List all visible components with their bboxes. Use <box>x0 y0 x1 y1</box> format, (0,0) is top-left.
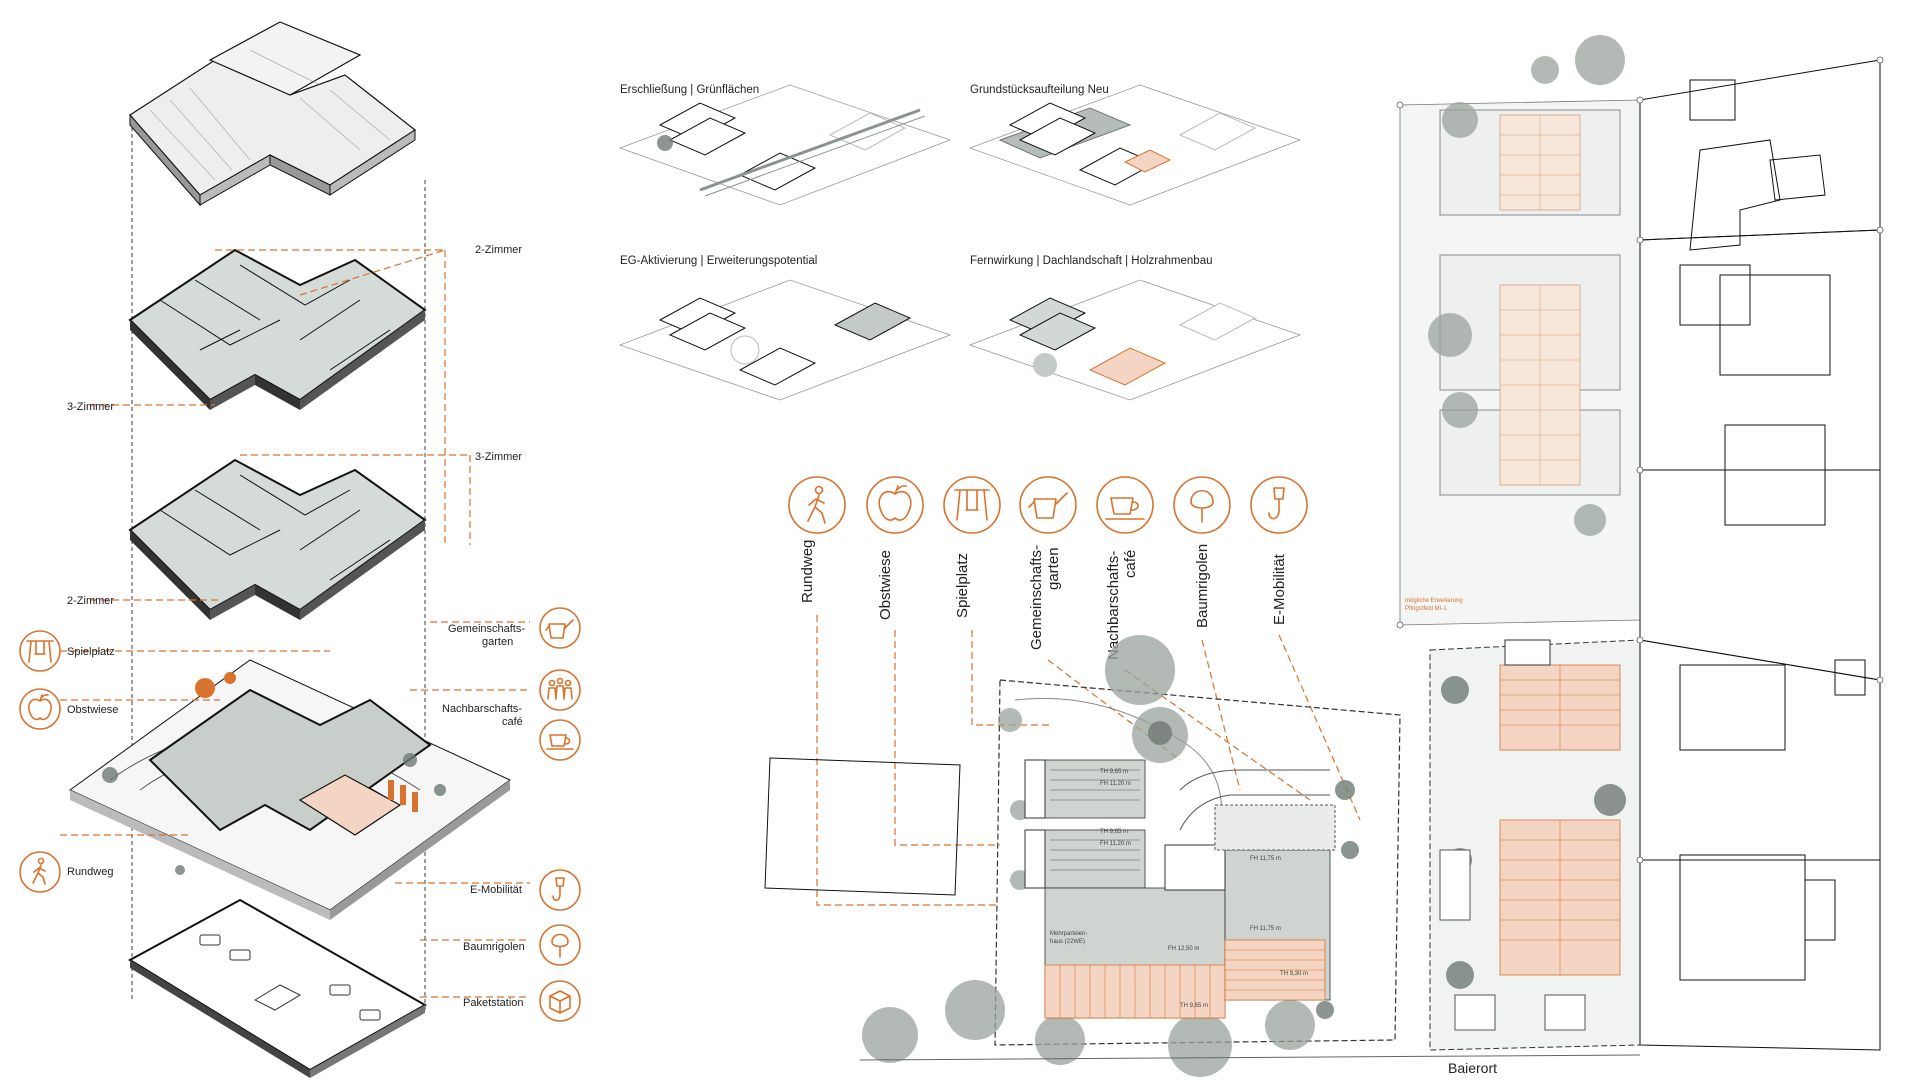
label-baumrigolen: Baumrigolen <box>463 941 525 953</box>
building-label-1: Mehrparteien- <box>1050 931 1087 937</box>
label-rundweg: Rundweg <box>67 866 113 878</box>
swing-icon <box>19 630 61 672</box>
legend-icons: Rundweg Obstwiese Spielplatz Gemeinschaf… <box>788 476 1361 906</box>
building-label-2: haus (22WE) <box>1050 939 1085 945</box>
vlabel-e-mobilitaet: E-Mobilität <box>1271 553 1288 625</box>
vlabel-nachbarschaftscafe-2: café <box>1122 550 1139 578</box>
exploded-axonometry: 2-Zimmer 3-Zimmer 3-Zimmer 2-Zimmer Spie… <box>19 21 581 1078</box>
label-3-zimmer-right: 3-Zimmer <box>475 451 522 463</box>
apple-icon <box>866 476 924 534</box>
label-gemeinschaftsgarten-2: garten <box>482 636 513 648</box>
label-2-zimmer-top: 2-Zimmer <box>475 244 522 256</box>
concept-diagrams: Erschließung | Grünflächen Grundstücksau… <box>618 84 1302 401</box>
height-th-1: TH 9,65 m <box>1100 769 1128 775</box>
vlabel-obstwiese: Obstwiese <box>877 550 894 620</box>
concept-title-3: EG-Aktivierung | Erweiterungspotential <box>620 255 817 267</box>
label-nachbarschaftscafe-2: café <box>502 716 523 728</box>
diagram-eg-aktivierung <box>618 279 952 401</box>
tree-icon <box>1173 476 1231 534</box>
apple-icon <box>19 688 61 730</box>
roof-level <box>129 21 417 207</box>
label-e-mobilitaet: E-Mobilität <box>470 884 522 896</box>
expansion-note-2: Pfingstfeld MI-1 <box>1405 606 1447 612</box>
vlabel-spielplatz: Spielplatz <box>954 553 971 618</box>
concept-title-1: Erschließung | Grünflächen <box>620 84 759 96</box>
parcel-box-icon <box>539 980 581 1022</box>
charging-plug-icon <box>1250 476 1308 534</box>
label-gemeinschaftsgarten-1: Gemeinschafts- <box>448 623 525 635</box>
watering-can-icon <box>1019 476 1077 534</box>
upper-floor <box>128 248 446 410</box>
vlabel-rundweg: Rundweg <box>799 540 816 603</box>
expansion-note-1: mögliche Erweiterung <box>1405 598 1463 604</box>
concept-title-4: Fernwirkung | Dachlandschaft | Holzrahme… <box>970 255 1212 267</box>
height-fh-1: FH 11,20 m <box>1100 781 1131 787</box>
label-paketstation: Paketstation <box>463 997 524 1009</box>
charging-plug-icon <box>539 869 581 911</box>
street-name: Baierort <box>1448 1060 1497 1076</box>
height-fh-2: FH 11,20 m <box>1100 841 1131 847</box>
coffee-cup-icon <box>1096 476 1154 534</box>
tree-icon <box>539 924 581 966</box>
height-th-4: TH 9,65 m <box>1180 1003 1208 1009</box>
diagram-grundstuecksaufteilung <box>968 84 1302 206</box>
walker-icon <box>19 851 61 893</box>
height-fh-4: FH 11,75 m <box>1250 926 1281 932</box>
height-th-2: TH 9,65 m <box>1100 829 1128 835</box>
people-icon <box>539 669 581 711</box>
label-spielplatz: Spielplatz <box>67 646 115 658</box>
watering-can-icon <box>539 607 581 649</box>
diagram-erschliessung <box>618 84 952 206</box>
neighborhood-plan: mögliche Erweiterung Pfingstfeld MI-1 <box>1396 35 1884 1051</box>
label-2-zimmer: 2-Zimmer <box>67 595 114 607</box>
height-th-3: TH 9,30 m <box>1280 971 1308 977</box>
label-3-zimmer: 3-Zimmer <box>67 401 114 413</box>
swing-icon <box>943 476 1001 534</box>
vlabel-gemeinschaftsgarten-2: garten <box>1045 547 1062 590</box>
height-fh-3: FH 11,75 m <box>1250 856 1281 862</box>
middle-floor <box>128 458 427 620</box>
label-nachbarschaftscafe-1: Nachbarschafts- <box>442 703 522 715</box>
vlabel-gemeinschaftsgarten-1: Gemeinschafts- <box>1028 545 1045 650</box>
label-obstwiese: Obstwiese <box>67 704 118 716</box>
diagram-fernwirkung <box>968 279 1302 401</box>
ground-floor <box>69 659 511 920</box>
height-fh-5: FH 12,50 m <box>1168 946 1199 952</box>
walker-icon <box>788 476 846 534</box>
garage-level <box>128 898 428 1078</box>
vlabel-baumrigolen: Baumrigolen <box>1194 544 1211 628</box>
coffee-cup-icon <box>539 719 581 761</box>
concept-title-2: Grundstücksaufteilung Neu <box>970 84 1109 96</box>
vlabel-nachbarschaftscafe-1: Nachbarschafts- <box>1105 551 1122 660</box>
site-plan: TH 9,65 m FH 11,20 m TH 9,65 m FH 11,20 … <box>764 635 1641 1077</box>
